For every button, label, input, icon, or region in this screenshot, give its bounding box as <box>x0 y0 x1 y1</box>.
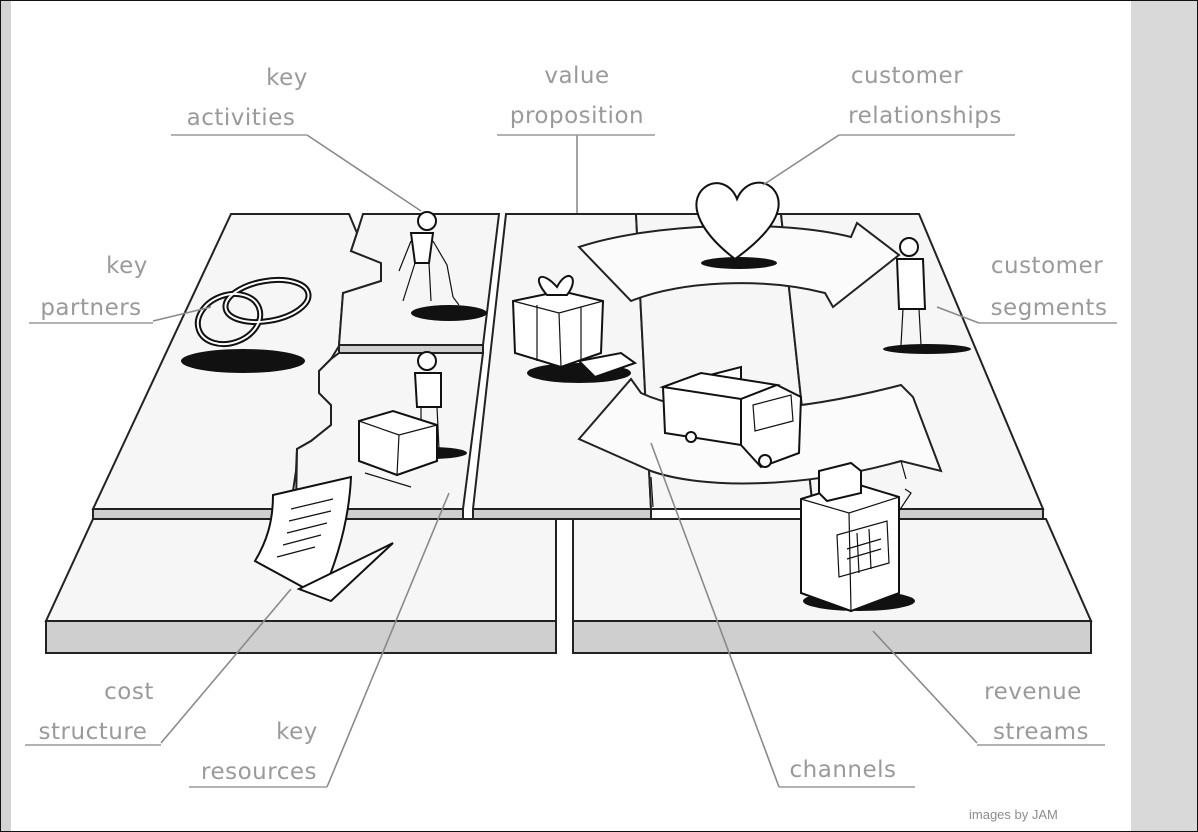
customer-relationships-line2: relationships <box>848 103 1002 129</box>
customer-segments-leader <box>936 306 980 324</box>
key-partners-tile-side <box>92 508 292 520</box>
value-proposition-line2: proposition <box>510 103 644 129</box>
channels-line1: channels <box>790 757 897 783</box>
cost-structure-line1: cost <box>104 679 154 705</box>
customer-person-icon <box>883 237 971 354</box>
label-customer-relationships: customer relationships <box>839 63 1015 136</box>
key-resources-line2: resources <box>201 759 317 785</box>
customer-relationships-leader <box>762 134 840 186</box>
key-activities-line1: key <box>266 65 308 91</box>
cost-structure-tile-side <box>45 620 557 654</box>
key-activities-leader <box>306 134 422 212</box>
label-key-partners: key partners <box>29 253 153 324</box>
delivery-truck-icon <box>659 365 803 469</box>
label-key-resources: key resources <box>189 719 327 788</box>
customer-segments-line2: segments <box>991 295 1108 321</box>
label-cost-structure: cost structure <box>25 679 161 746</box>
document-pages-icon <box>253 475 394 603</box>
revenue-streams-line2: streams <box>993 719 1089 745</box>
cost-structure-line2: structure <box>39 719 148 745</box>
gift-box-icon <box>511 275 638 383</box>
label-value-proposition: value proposition <box>497 63 655 136</box>
image-credit: images by JAM <box>969 807 1058 822</box>
label-customer-segments: customer segments <box>979 253 1117 324</box>
label-revenue-streams: revenue streams <box>977 679 1105 746</box>
cash-register-icon <box>800 461 915 613</box>
heart-icon <box>695 181 780 269</box>
value-proposition-line1: value <box>544 63 609 89</box>
revenue-streams-leader <box>872 630 978 744</box>
left-border-strip <box>1 1 11 831</box>
key-resources-line1: key <box>276 719 318 745</box>
canvas-illustration: key activities value proposition custome… <box>25 63 1117 788</box>
label-key-activities: key activities <box>171 65 308 136</box>
arrow-inner-edge <box>650 460 907 508</box>
channels-leader <box>650 442 780 788</box>
interlocked-rings-icon <box>181 276 312 373</box>
revenue-streams-line1: revenue <box>984 679 1082 705</box>
label-channels: channels <box>779 757 915 788</box>
customer-relationships-line1: customer <box>851 63 963 89</box>
customer-segments-line1: customer <box>991 253 1103 279</box>
key-partners-line2: partners <box>40 295 141 321</box>
cost-structure-leader <box>160 588 292 744</box>
worker-resources-icon <box>358 351 467 488</box>
key-partners-line1: key <box>106 253 148 279</box>
right-gray-panel <box>1131 1 1197 831</box>
key-resources-leader <box>326 492 450 788</box>
key-activities-line2: activities <box>187 105 296 131</box>
leader-lines <box>152 134 980 788</box>
key-partners-leader <box>152 306 212 322</box>
key-activities-tile-side <box>338 344 484 354</box>
worker-activity-icon <box>398 211 487 321</box>
value-proposition-tile-side <box>472 508 652 520</box>
revenue-streams-tile-side <box>572 620 1092 654</box>
